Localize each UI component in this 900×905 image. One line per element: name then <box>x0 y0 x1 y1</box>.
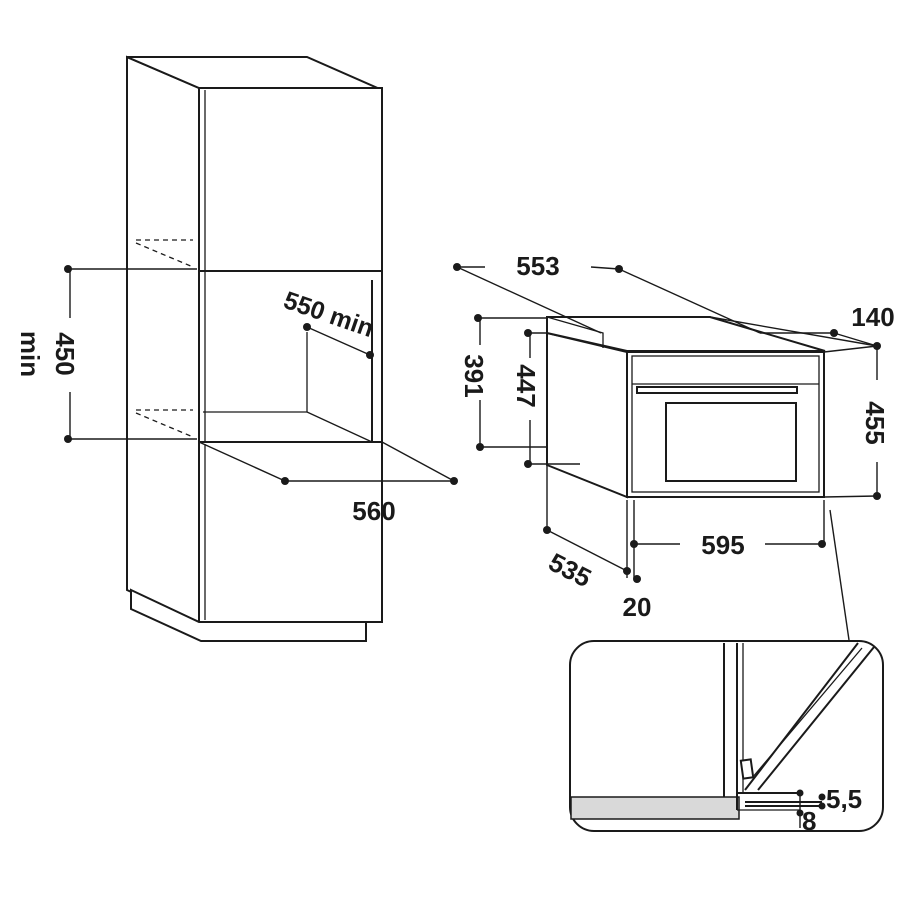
oven <box>546 316 826 499</box>
cabinet-lower-door <box>198 441 383 623</box>
tall-cabinet <box>126 55 383 642</box>
dimension-endpoint <box>796 789 804 797</box>
dimension-595-label: 595 <box>701 530 744 560</box>
dimension-391: 391 <box>459 314 547 451</box>
dimension-140: 140 <box>709 302 895 350</box>
dimension-endpoint <box>543 526 551 534</box>
dimension-450-min: 450 min <box>15 265 197 443</box>
dimension-140-label: 140 <box>851 302 894 332</box>
dimension-560: 560 <box>198 441 458 526</box>
dimension-447: 447 <box>511 329 580 468</box>
dimension-endpoint <box>830 329 838 337</box>
dimension-endpoint <box>615 265 623 273</box>
dimension-553-label: 553 <box>516 251 559 281</box>
dimension-5-5-label: 5,5 <box>826 784 862 814</box>
cabinet-upper-door <box>198 87 383 272</box>
dimension-endpoint <box>796 809 804 817</box>
dimension-endpoint <box>474 314 482 322</box>
dimension-endpoint <box>524 329 532 337</box>
dimension-endpoint <box>873 492 881 500</box>
dimension-endpoint <box>281 477 289 485</box>
dimension-8-label: 8 <box>802 806 816 836</box>
cabinet-side-panel <box>126 55 200 624</box>
dimension-560-label: 560 <box>352 496 395 526</box>
dimension-endpoint <box>450 477 458 485</box>
dimension-endpoint <box>818 793 826 801</box>
dimension-450-label: 450 <box>50 332 80 375</box>
dimension-455: 455 <box>823 345 890 500</box>
dimension-endpoint <box>453 263 461 271</box>
dimension-391-label: 391 <box>459 354 489 397</box>
dimension-20-label: 20 <box>623 592 652 622</box>
dimension-endpoint <box>303 323 311 331</box>
detail-frame <box>569 640 884 832</box>
dimension-endpoint <box>64 435 72 443</box>
dimension-min-label: min <box>15 331 45 377</box>
dimension-455-label: 455 <box>860 401 890 444</box>
dimension-20: 20 <box>623 500 652 622</box>
dimension-595: 595 <box>626 500 826 578</box>
dimension-endpoint <box>524 460 532 468</box>
dimension-535-label: 535 <box>544 547 596 593</box>
dimension-endpoint <box>818 802 826 810</box>
dimension-endpoint <box>633 575 641 583</box>
dimension-endpoint <box>818 540 826 548</box>
oven-handle <box>636 386 798 394</box>
cabinet-niche <box>198 270 383 443</box>
dimension-endpoint <box>366 351 374 359</box>
cabinet-plinth <box>130 588 367 642</box>
oven-window <box>665 402 797 482</box>
oven-body-side <box>546 331 628 499</box>
detail-floor-slab <box>570 796 740 820</box>
dimension-endpoint <box>64 265 72 273</box>
dimension-endpoint <box>476 443 484 451</box>
detail-leader-line <box>829 509 850 641</box>
detail-inset: 5,5 8 <box>569 640 884 836</box>
dimension-447-label: 447 <box>511 364 541 407</box>
dimension-553: 553 <box>453 251 761 334</box>
